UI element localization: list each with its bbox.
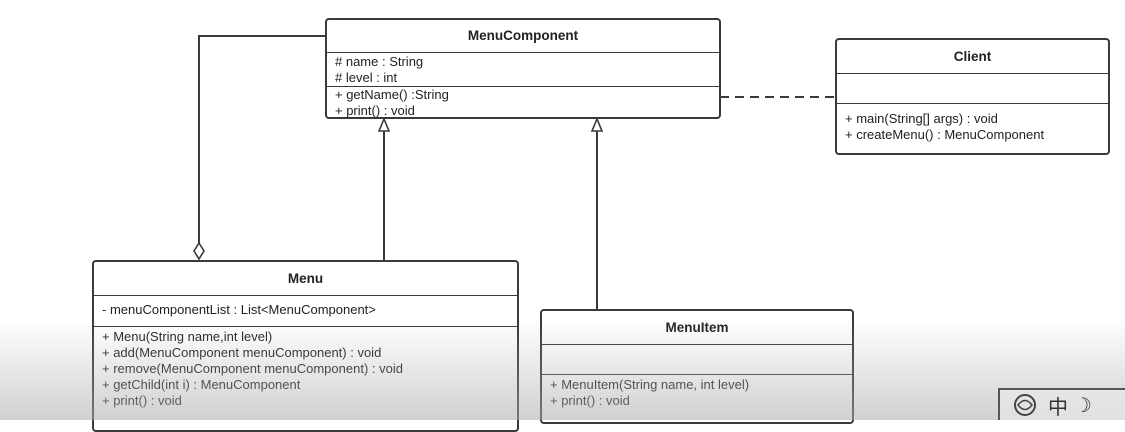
operations-section: + getName() :String + print() : void	[327, 87, 719, 121]
operation: + getName() :String	[335, 87, 449, 102]
class-menu-component[interactable]: MenuComponent # name : String # level : …	[325, 18, 721, 119]
operation: + print() : void	[335, 103, 415, 118]
attributes-section	[837, 74, 1108, 104]
operation: + add(MenuComponent menuComponent) : voi…	[102, 345, 382, 360]
operations-section: + Menu(String name,int level) + add(Menu…	[94, 327, 517, 411]
class-title: Client	[837, 40, 1108, 74]
operation: + remove(MenuComponent menuComponent) : …	[102, 361, 403, 376]
watermark-glyph: ☽	[1074, 394, 1092, 417]
attribute: - menuComponentList : List<MenuComponent…	[102, 302, 376, 317]
operations-section: + MenuItem(String name, int level) + pri…	[542, 375, 852, 411]
attributes-section: - menuComponentList : List<MenuComponent…	[94, 296, 517, 327]
class-menu-item[interactable]: MenuItem + MenuItem(String name, int lev…	[540, 309, 854, 424]
operation: + Menu(String name,int level)	[102, 329, 273, 344]
operation: + createMenu() : MenuComponent	[845, 127, 1045, 142]
operation: + print() : void	[102, 393, 182, 408]
attributes-section: # name : String # level : int	[327, 53, 719, 87]
generalization-arrow-menuitem	[590, 116, 604, 132]
class-title: Menu	[94, 262, 517, 296]
class-menu[interactable]: Menu - menuComponentList : List<MenuComp…	[92, 260, 519, 432]
operation: + print() : void	[550, 393, 630, 408]
attributes-section	[542, 345, 852, 375]
watermark-glyph: 中	[1048, 396, 1068, 419]
aggregation-line	[198, 35, 326, 244]
operation: + main(String[] args) : void	[845, 111, 998, 126]
class-title: MenuComponent	[327, 20, 719, 53]
attribute: # name : String	[335, 54, 424, 69]
operation: + MenuItem(String name, int level)	[550, 377, 750, 392]
operations-section: + main(String[] args) : void + createMen…	[837, 104, 1108, 145]
aggregation-diamond	[193, 241, 205, 261]
class-client[interactable]: Client + main(String[] args) : void + cr…	[835, 38, 1110, 155]
watermark: 中 ☽	[998, 388, 1125, 420]
attribute: # level : int	[335, 70, 398, 85]
class-title: MenuItem	[542, 311, 852, 345]
generalization-arrow-menu	[377, 116, 391, 132]
connector-layer	[193, 35, 835, 309]
operation: + getChild(int i) : MenuComponent	[102, 377, 301, 392]
logo-icon	[1014, 394, 1036, 416]
